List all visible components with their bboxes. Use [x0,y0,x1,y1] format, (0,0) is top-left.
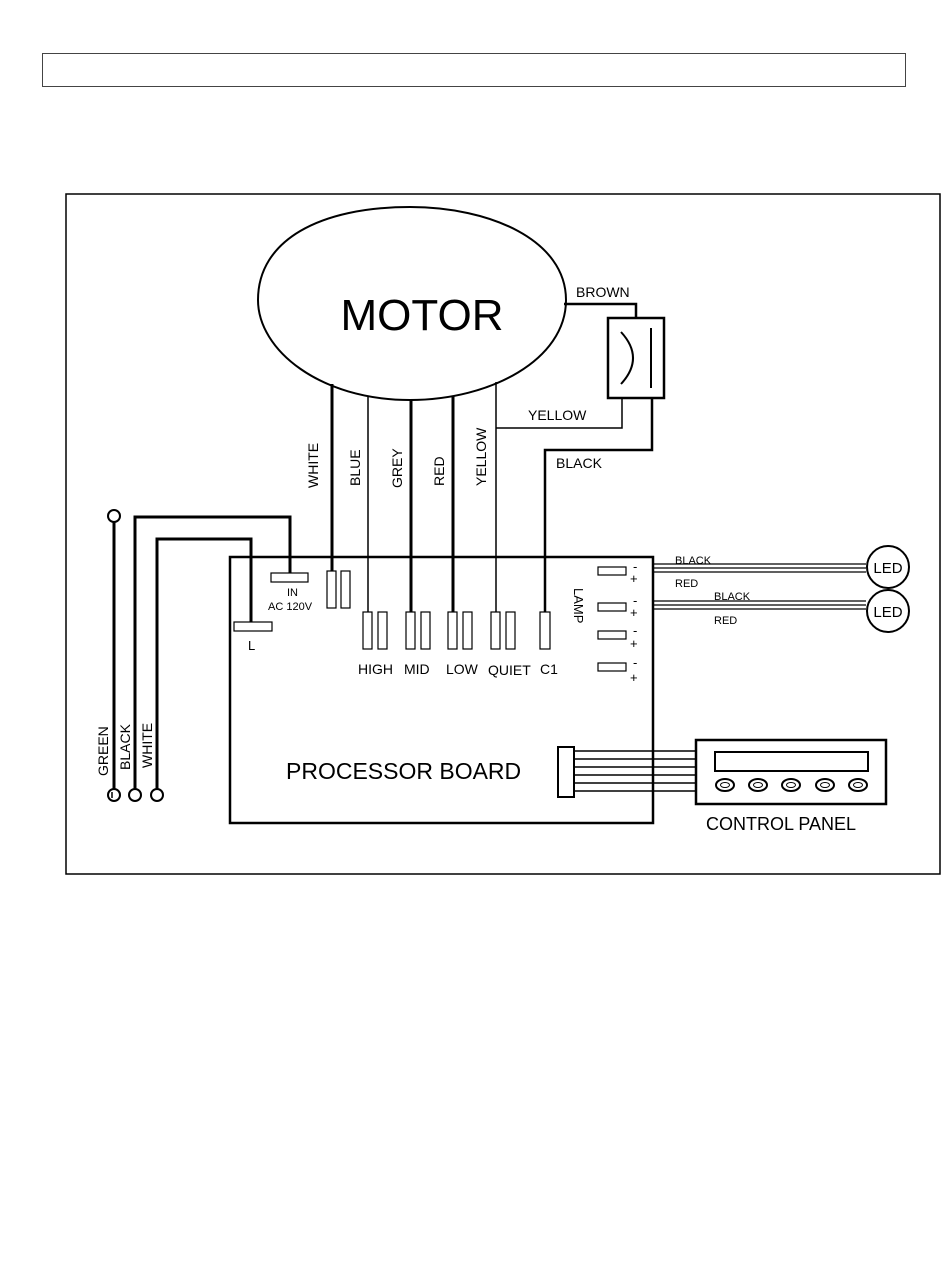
c1-label: C1 [540,661,558,677]
white-power-wire-label: WHITE [139,723,155,768]
blue-motor-wire-label: BLUE [347,449,363,486]
svg-text:+: + [630,571,638,586]
cap-yellow-wire-label: YELLOW [528,407,587,423]
led-1: LED [867,546,909,588]
white-terminals [327,571,350,608]
control-panel: CONTROL PANEL [696,740,886,834]
led2-red-label: RED [714,615,737,627]
motor-label: MOTOR [341,291,504,340]
led-1-label: LED [873,560,902,577]
l-terminal [234,622,272,631]
led-2-label: LED [873,604,902,621]
led1-red-label: RED [675,578,698,590]
led1-black-label: BLACK [675,555,712,567]
panel-connector [558,747,696,797]
led-2: LED [867,590,909,632]
quiet-label: QUIET [488,662,531,678]
control-panel-display [715,752,868,771]
led2-black-label: BLACK [714,591,751,603]
cap-black-wire-label: BLACK [556,455,603,471]
lamp-terminals [598,567,626,671]
high-label: HIGH [358,661,393,677]
svg-text:+: + [630,670,638,685]
mid-label: MID [404,661,430,677]
white-motor-wire-label: WHITE [305,443,321,488]
ac-label: AC 120V [268,601,313,613]
red-motor-wire-label: RED [431,456,447,486]
svg-text:+: + [630,636,638,651]
low-label: LOW [446,661,479,677]
lamp-polarity-marks: - + - + - + - + [630,559,638,685]
brown-wire-label: BROWN [576,284,630,300]
power-wires [108,510,290,801]
black-power-wire-label: BLACK [117,723,133,770]
l-label: L [248,638,255,653]
processor-board-label: PROCESSOR BOARD [286,758,521,784]
yellow-motor-wire-label: YELLOW [473,427,489,486]
in-terminal [271,573,308,582]
svg-text:-: - [633,655,637,670]
motor: MOTOR [258,207,566,400]
svg-text:+: + [630,605,638,620]
in-label: IN [287,587,298,599]
control-panel-label: CONTROL PANEL [706,814,856,834]
speed-terminals [363,612,550,649]
lamp-label: LAMP [571,588,586,623]
grey-motor-wire-label: GREY [389,448,405,488]
green-power-wire-label: GREEN [95,726,111,776]
motor-wires [332,382,496,612]
